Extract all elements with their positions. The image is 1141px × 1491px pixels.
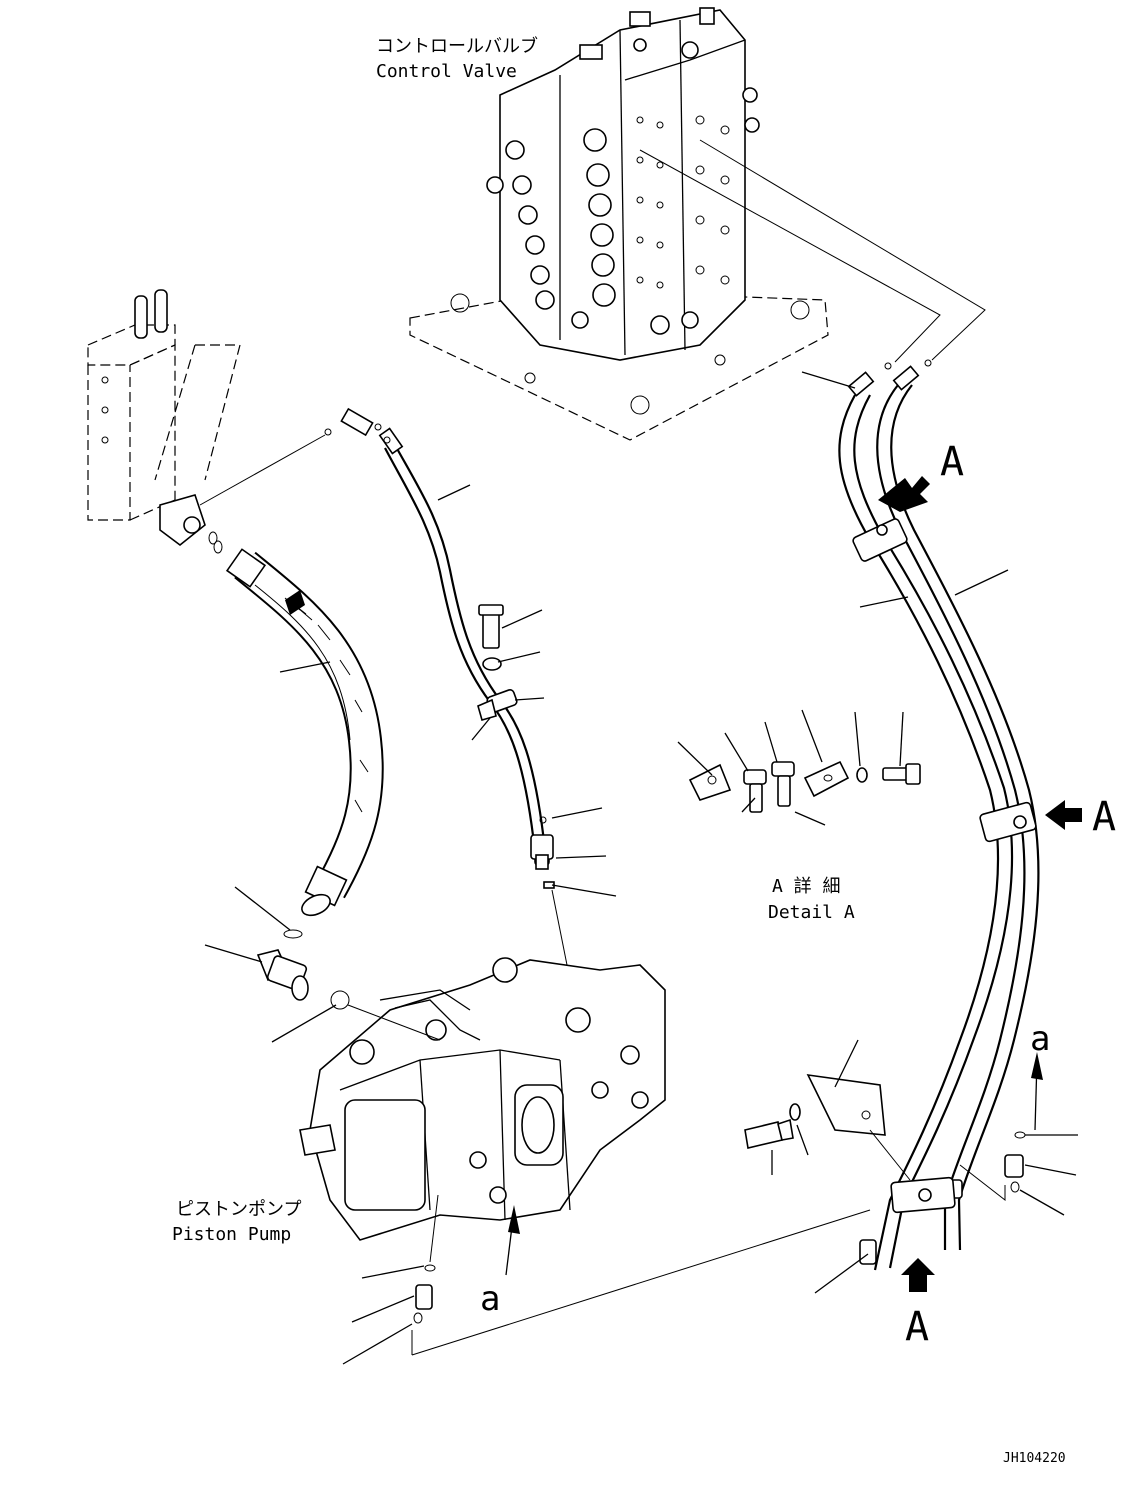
view-a-label-right: A [1092,794,1116,840]
valve-spool-plugs [486,7,715,329]
pilot-hose-clamp [477,604,555,889]
view-a-label-top: A [940,439,964,485]
piston-pump [299,957,666,1241]
pilot-hose [340,407,547,853]
valve-face-holes [636,87,760,335]
view-direction-arrow-icon [878,476,930,512]
large-hose [225,548,384,917]
piston-pump-label-en: Piston Pump [172,1224,291,1245]
elbow-fitting [256,949,350,1010]
detail-a-label-en: Detail A [768,902,855,923]
ref-a-pump: a [480,1279,500,1319]
hose-clamp-upper [852,518,908,562]
hose-clamp-middle [979,801,1037,843]
piston-pump-label-jp: ピストンポンプ [176,1199,301,1220]
view-a-label-bottom: A [905,1304,929,1350]
hose-clamp-lower [890,1176,956,1214]
detail-a-label-jp: A 詳 細 [772,876,841,897]
right-fittings [1004,1131,1026,1193]
control-valve-label-en: Control Valve [376,61,517,82]
control-valve [409,7,829,441]
control-valve-label-jp: コントロールバルブ [376,35,538,57]
ref-a-right: a [1030,1019,1050,1059]
mounting-bracket [87,289,241,547]
drawing-number: JH104220 [1003,1451,1066,1466]
view-direction-arrow-icon [1045,800,1082,830]
detail-a-parts [688,760,921,813]
pump-drain-fittings [413,1264,436,1324]
hose-bracket [744,1074,886,1149]
view-direction-arrow-icon [901,1258,935,1292]
